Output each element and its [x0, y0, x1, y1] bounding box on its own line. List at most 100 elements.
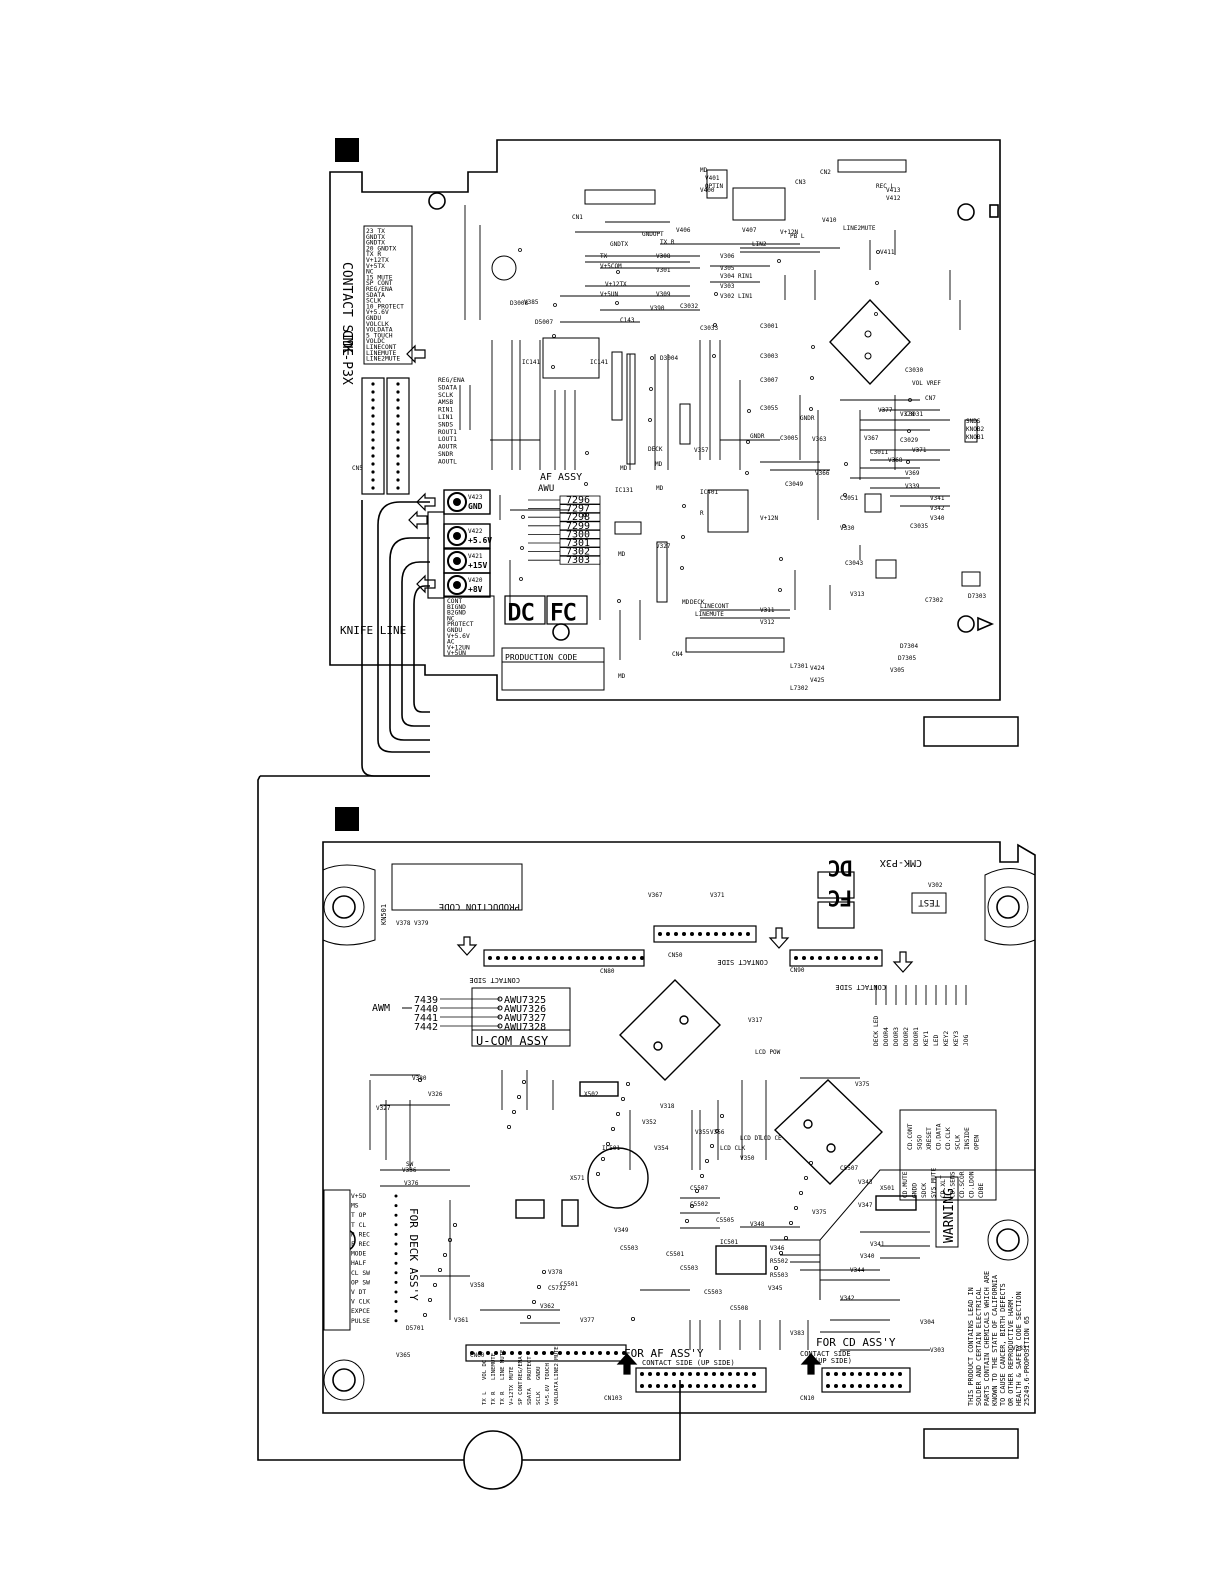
pin-label: LINE2MUTE — [366, 356, 400, 363]
via — [681, 535, 685, 539]
pin-dot — [672, 1384, 676, 1388]
ref-label: LIN2 — [752, 241, 767, 248]
cn103-pin: LINE2 MUTE — [554, 1346, 560, 1380]
ref-label: GNDR — [750, 433, 765, 440]
pin-dot — [656, 1384, 660, 1388]
pin-dot — [744, 1372, 748, 1376]
pin-dot — [730, 932, 734, 936]
cd-pin: CD.SCOR — [959, 1171, 966, 1198]
key-label: JOG — [963, 1034, 970, 1046]
terminal-screw-core-icon — [453, 532, 461, 540]
warning-line: THIS PRODUCT CONTAINS LEAD IN — [967, 1287, 975, 1406]
lower-production-code: PRODUCTION CODE KN501 — [380, 863, 523, 925]
ref-label: C5501 — [666, 1251, 684, 1258]
via — [695, 1189, 700, 1194]
pin-label: REG/ENA — [366, 286, 393, 293]
terminal-block — [443, 523, 491, 549]
cn5-pin: RIN1 — [438, 407, 453, 414]
pin-dot — [396, 414, 400, 418]
pin-dot — [720, 1384, 724, 1388]
ref-label: C3043 — [845, 560, 863, 567]
svg-text:CONTACT SIDE: CONTACT SIDE — [339, 262, 354, 356]
variant-code: 7299 — [566, 521, 590, 532]
pin-dot — [658, 932, 662, 936]
pin-dot — [396, 390, 400, 394]
via — [809, 407, 813, 411]
lower-top-connectors — [456, 925, 914, 973]
pin-dot — [608, 956, 612, 960]
svg-text:AF ASSY: AF ASSY — [540, 472, 582, 483]
ref-label: D5007 — [535, 319, 553, 326]
pin-dot — [396, 430, 400, 434]
pin-dot — [371, 478, 375, 482]
ref-label: V379 — [414, 920, 429, 927]
ref-label: C3049 — [785, 481, 803, 488]
ref-label: V340 — [930, 515, 945, 522]
ref-label: V302 — [928, 882, 943, 889]
pin-dot — [874, 1384, 878, 1388]
via — [705, 1159, 710, 1164]
ref-label: V304 — [920, 1319, 935, 1326]
knife-line-label: KNIFE LINE — [340, 624, 406, 637]
svg-text:CONTACT SIDE: CONTACT SIDE — [835, 983, 886, 991]
ref-label: SNDS — [966, 418, 981, 425]
via — [804, 1176, 809, 1181]
cn5-pin: REG/ENA — [438, 377, 465, 384]
upper-board — [329, 139, 1001, 701]
ref-label: V341 — [870, 1241, 885, 1248]
cn103-pin: TX L — [482, 1391, 488, 1405]
pin-dot — [898, 1384, 902, 1388]
pin-dot — [738, 932, 742, 936]
pin-label: 15 MUTE — [366, 274, 393, 281]
pin-dot — [494, 1351, 498, 1355]
via — [427, 1298, 432, 1303]
pin-dot — [690, 932, 694, 936]
pin-dot — [874, 956, 878, 960]
bottom-pin: V+5.6V — [447, 633, 470, 640]
terminal-ref: V421 — [468, 553, 483, 560]
pin-dot — [688, 1384, 692, 1388]
pin-dot — [526, 1351, 530, 1355]
via — [811, 345, 815, 349]
terminal-label: +5.6V — [468, 536, 492, 545]
ref-label: CN4 — [672, 651, 683, 658]
ref-label: MD — [682, 599, 690, 606]
via — [519, 577, 523, 581]
ref-label: V341 — [930, 495, 945, 502]
pin-dot — [574, 1351, 578, 1355]
ref-label: MD — [618, 551, 626, 558]
pin-dot — [736, 1372, 740, 1376]
via — [906, 460, 910, 464]
pin-dot — [866, 956, 870, 960]
pin-dot — [746, 932, 750, 936]
terminal-screw-core-icon — [453, 557, 461, 565]
pin-dot — [622, 1351, 626, 1355]
lower-connector-pins — [470, 932, 902, 1388]
cd-pin: CD.SENS — [950, 1171, 957, 1198]
ref-label: GNDTX — [610, 241, 628, 248]
ref-label: V346 — [770, 1245, 785, 1252]
ref-label: L7301 — [790, 663, 808, 670]
terminal-ref: V422 — [468, 528, 483, 535]
via — [778, 588, 782, 592]
pin-dot — [866, 1384, 870, 1388]
via — [447, 1238, 452, 1243]
via — [715, 1129, 720, 1134]
via — [585, 451, 589, 455]
cn5-pin: AMSB — [438, 399, 453, 406]
pin-label: VOLCLK — [366, 321, 389, 328]
bottom-pin: GNDU — [447, 627, 462, 634]
pin-dot — [371, 406, 375, 410]
svg-text:DC: DC — [508, 601, 535, 626]
pin-dot — [396, 446, 400, 450]
ref-label: V303 — [930, 1347, 945, 1354]
svg-text:KN501: KN501 — [380, 904, 388, 925]
ref-label: V366 — [815, 470, 830, 477]
ref-label: CN10 — [800, 1395, 815, 1402]
via — [648, 418, 652, 422]
ref-label: D3004 — [660, 355, 678, 362]
pin-dot — [704, 1372, 708, 1376]
test-point: TEST — [911, 892, 947, 914]
pin-dot — [682, 932, 686, 936]
